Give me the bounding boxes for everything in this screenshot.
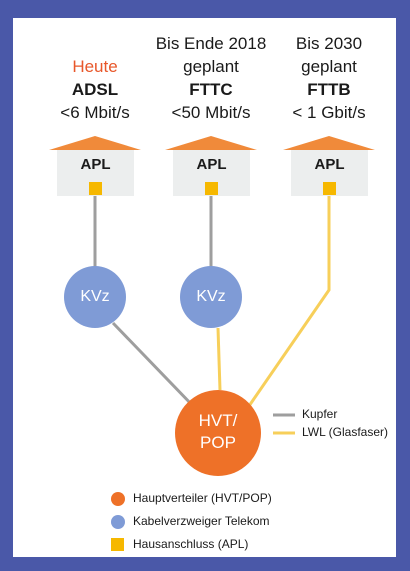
heading-1-label: Heute — [72, 57, 118, 76]
house-3: APL — [291, 150, 368, 196]
apl-marker-2 — [205, 182, 218, 195]
key-kvz-label: Kabelverzweiger Telekom — [133, 514, 270, 528]
heading-1-tech: ADSL — [71, 80, 119, 99]
column-heading-2: Bis Ende 2018 geplant FTTC <50 Mbit/s — [141, 32, 281, 124]
legend-copper-label: Kupfer — [302, 407, 338, 421]
key-hvt-label: Hauptverteiler (HVT/POP) — [133, 491, 272, 505]
house-1-label: APL — [80, 156, 111, 173]
heading-2-line2: geplant — [183, 57, 239, 76]
heading-3-line1: Bis 2030 — [295, 34, 363, 53]
heading-2-speed: <50 Mbit/s — [171, 103, 251, 122]
apl-marker-3 — [323, 182, 336, 195]
heading-3-tech: FTTB — [307, 80, 351, 99]
fiber-line-apl3-hvt — [247, 190, 331, 407]
heading-1-speed: <6 Mbit/s — [60, 103, 130, 122]
key-kvz-dot — [111, 515, 125, 529]
kvz-node-1: KVz — [64, 266, 126, 328]
house-roof-2 — [165, 136, 257, 150]
apl-marker-1 — [89, 182, 102, 195]
house-roof-3 — [283, 136, 375, 150]
key-apl-square — [111, 538, 124, 551]
column-heading-1: Heute ADSL <6 Mbit/s — [25, 55, 165, 124]
key-hvt-dot — [111, 492, 125, 506]
hvt-label-1: HVT/ — [198, 411, 238, 430]
heading-2-line1: Bis Ende 2018 — [155, 34, 267, 53]
legend-fiber-label: LWL (Glasfaser) — [302, 425, 389, 439]
heading-2-tech: FTTC — [189, 80, 233, 99]
kvz-node-2: KVz — [180, 266, 242, 328]
hvt-pop-node: HVT/ POP — [175, 390, 261, 476]
copper-line-kvz1-hvt — [111, 321, 197, 410]
heading-3-speed: < 1 Gbit/s — [292, 103, 366, 122]
connection-lines — [93, 190, 331, 435]
house-2-label: APL — [196, 156, 227, 173]
fiber-line-kvz2-hvt — [216, 327, 222, 391]
hvt-label-2: POP — [200, 433, 236, 452]
column-heading-3: Bis 2030 geplant FTTB < 1 Gbit/s — [259, 32, 399, 124]
house-roof-1 — [49, 136, 141, 150]
house-3-label: APL — [314, 156, 345, 173]
diagram-panel: Heute ADSL <6 Mbit/s Bis Ende 2018 gepla… — [13, 18, 396, 557]
heading-3-line2: geplant — [301, 57, 357, 76]
key-apl-label: Hausanschluss (APL) — [133, 537, 249, 551]
